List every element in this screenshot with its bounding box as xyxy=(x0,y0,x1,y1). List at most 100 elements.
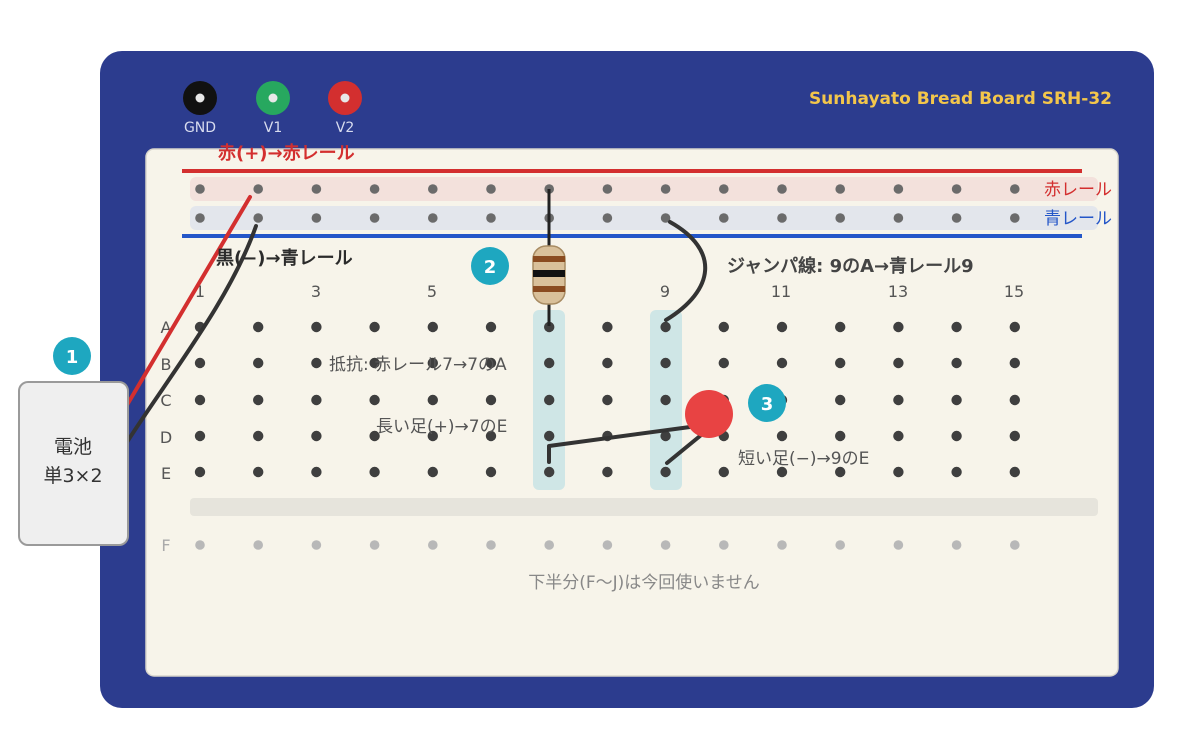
terminal-hole[interactable] xyxy=(194,394,206,406)
terminal-hole[interactable] xyxy=(1009,357,1020,369)
terminal-hole[interactable] xyxy=(893,357,904,369)
terminal-hole[interactable] xyxy=(485,357,497,369)
terminal-hole[interactable] xyxy=(719,540,729,550)
terminal-hole[interactable] xyxy=(311,357,322,369)
rail-hole[interactable] xyxy=(602,184,613,194)
terminal-hole[interactable] xyxy=(835,430,846,442)
terminal-hole[interactable] xyxy=(718,321,729,333)
rail-hole[interactable] xyxy=(428,184,438,194)
terminal-hole[interactable] xyxy=(427,357,438,369)
terminal-hole[interactable] xyxy=(602,466,613,478)
terminal-hole[interactable] xyxy=(253,357,264,369)
terminal-hole[interactable] xyxy=(602,540,613,550)
terminal-hole[interactable] xyxy=(194,466,206,478)
terminal-hole[interactable] xyxy=(776,357,788,369)
terminal-hole[interactable] xyxy=(776,321,788,333)
rail-hole[interactable] xyxy=(1010,213,1020,223)
terminal-hole[interactable] xyxy=(951,430,962,442)
terminal-hole[interactable] xyxy=(311,466,322,478)
terminal-hole[interactable] xyxy=(427,394,438,406)
rail-hole[interactable] xyxy=(719,213,729,223)
rail-hole[interactable] xyxy=(835,213,845,223)
terminal-hole[interactable] xyxy=(776,430,788,442)
rail-hole[interactable] xyxy=(719,184,729,194)
terminal-hole[interactable] xyxy=(311,430,322,442)
terminal-hole[interactable] xyxy=(544,394,555,406)
rail-hole[interactable] xyxy=(369,213,380,223)
rail-hole[interactable] xyxy=(195,213,205,223)
terminal-hole[interactable] xyxy=(893,430,904,442)
rail-hole[interactable] xyxy=(777,213,787,223)
terminal-hole[interactable] xyxy=(660,394,671,406)
terminal-hole[interactable] xyxy=(253,394,264,406)
terminal-hole[interactable] xyxy=(602,394,613,406)
terminal-hole[interactable] xyxy=(369,357,380,369)
rail-hole[interactable] xyxy=(951,213,962,223)
terminal-hole[interactable] xyxy=(893,321,904,333)
rail-hole[interactable] xyxy=(835,184,845,194)
terminal-hole[interactable] xyxy=(369,430,380,442)
terminal-hole[interactable] xyxy=(428,540,438,550)
terminal-hole[interactable] xyxy=(311,540,322,550)
terminal-hole[interactable] xyxy=(195,540,205,550)
rail-hole[interactable] xyxy=(893,184,904,194)
rail-hole[interactable] xyxy=(1010,184,1020,194)
rail-hole[interactable] xyxy=(486,213,496,223)
terminal-hole[interactable] xyxy=(369,540,380,550)
terminal-hole[interactable] xyxy=(835,466,846,478)
terminal-hole[interactable] xyxy=(486,540,496,550)
rail-hole[interactable] xyxy=(486,184,496,194)
terminal-hole[interactable] xyxy=(1010,540,1020,550)
terminal-hole[interactable] xyxy=(369,394,380,406)
terminal-v1[interactable]: V1 xyxy=(256,81,290,136)
rail-hole[interactable] xyxy=(602,213,613,223)
terminal-hole[interactable] xyxy=(660,430,671,442)
terminal-hole[interactable] xyxy=(311,394,322,406)
rail-hole[interactable] xyxy=(660,184,671,194)
terminal-hole[interactable] xyxy=(893,394,904,406)
terminal-hole[interactable] xyxy=(427,430,438,442)
terminal-hole[interactable] xyxy=(485,321,497,333)
terminal-hole[interactable] xyxy=(311,321,322,333)
terminal-hole[interactable] xyxy=(194,357,206,369)
terminal-hole[interactable] xyxy=(777,540,787,550)
terminal-hole[interactable] xyxy=(427,321,438,333)
terminal-hole[interactable] xyxy=(544,321,555,333)
terminal-hole[interactable] xyxy=(893,466,904,478)
terminal-hole[interactable] xyxy=(253,430,264,442)
terminal-hole[interactable] xyxy=(1009,430,1020,442)
terminal-hole[interactable] xyxy=(951,394,962,406)
terminal-hole[interactable] xyxy=(660,466,671,478)
terminal-hole[interactable] xyxy=(253,321,264,333)
terminal-gnd[interactable]: GND xyxy=(183,81,217,136)
terminal-hole[interactable] xyxy=(835,321,846,333)
terminal-hole[interactable] xyxy=(893,540,904,550)
terminal-hole[interactable] xyxy=(660,357,671,369)
terminal-hole[interactable] xyxy=(776,466,788,478)
terminal-hole[interactable] xyxy=(951,466,962,478)
terminal-hole[interactable] xyxy=(369,321,380,333)
rail-hole[interactable] xyxy=(195,184,205,194)
battery-box[interactable]: 電池 単3×2 xyxy=(18,381,129,546)
terminal-hole[interactable] xyxy=(544,430,555,442)
terminal-hole[interactable] xyxy=(485,394,497,406)
terminal-hole[interactable] xyxy=(951,321,962,333)
terminal-v2[interactable]: V2 xyxy=(328,81,362,136)
terminal-hole[interactable] xyxy=(602,321,613,333)
terminal-hole[interactable] xyxy=(660,321,671,333)
rail-hole[interactable] xyxy=(253,213,263,223)
rail-hole[interactable] xyxy=(369,184,380,194)
terminal-hole[interactable] xyxy=(544,357,555,369)
terminal-hole[interactable] xyxy=(835,394,846,406)
terminal-hole[interactable] xyxy=(544,466,555,478)
terminal-hole[interactable] xyxy=(718,357,729,369)
terminal-hole[interactable] xyxy=(369,466,380,478)
terminal-hole[interactable] xyxy=(951,357,962,369)
rail-hole[interactable] xyxy=(311,184,322,194)
terminal-hole[interactable] xyxy=(718,466,729,478)
rail-hole[interactable] xyxy=(951,184,962,194)
rail-hole[interactable] xyxy=(893,213,904,223)
rail-hole[interactable] xyxy=(660,213,671,223)
rail-hole[interactable] xyxy=(428,213,438,223)
terminal-hole[interactable] xyxy=(1009,466,1020,478)
